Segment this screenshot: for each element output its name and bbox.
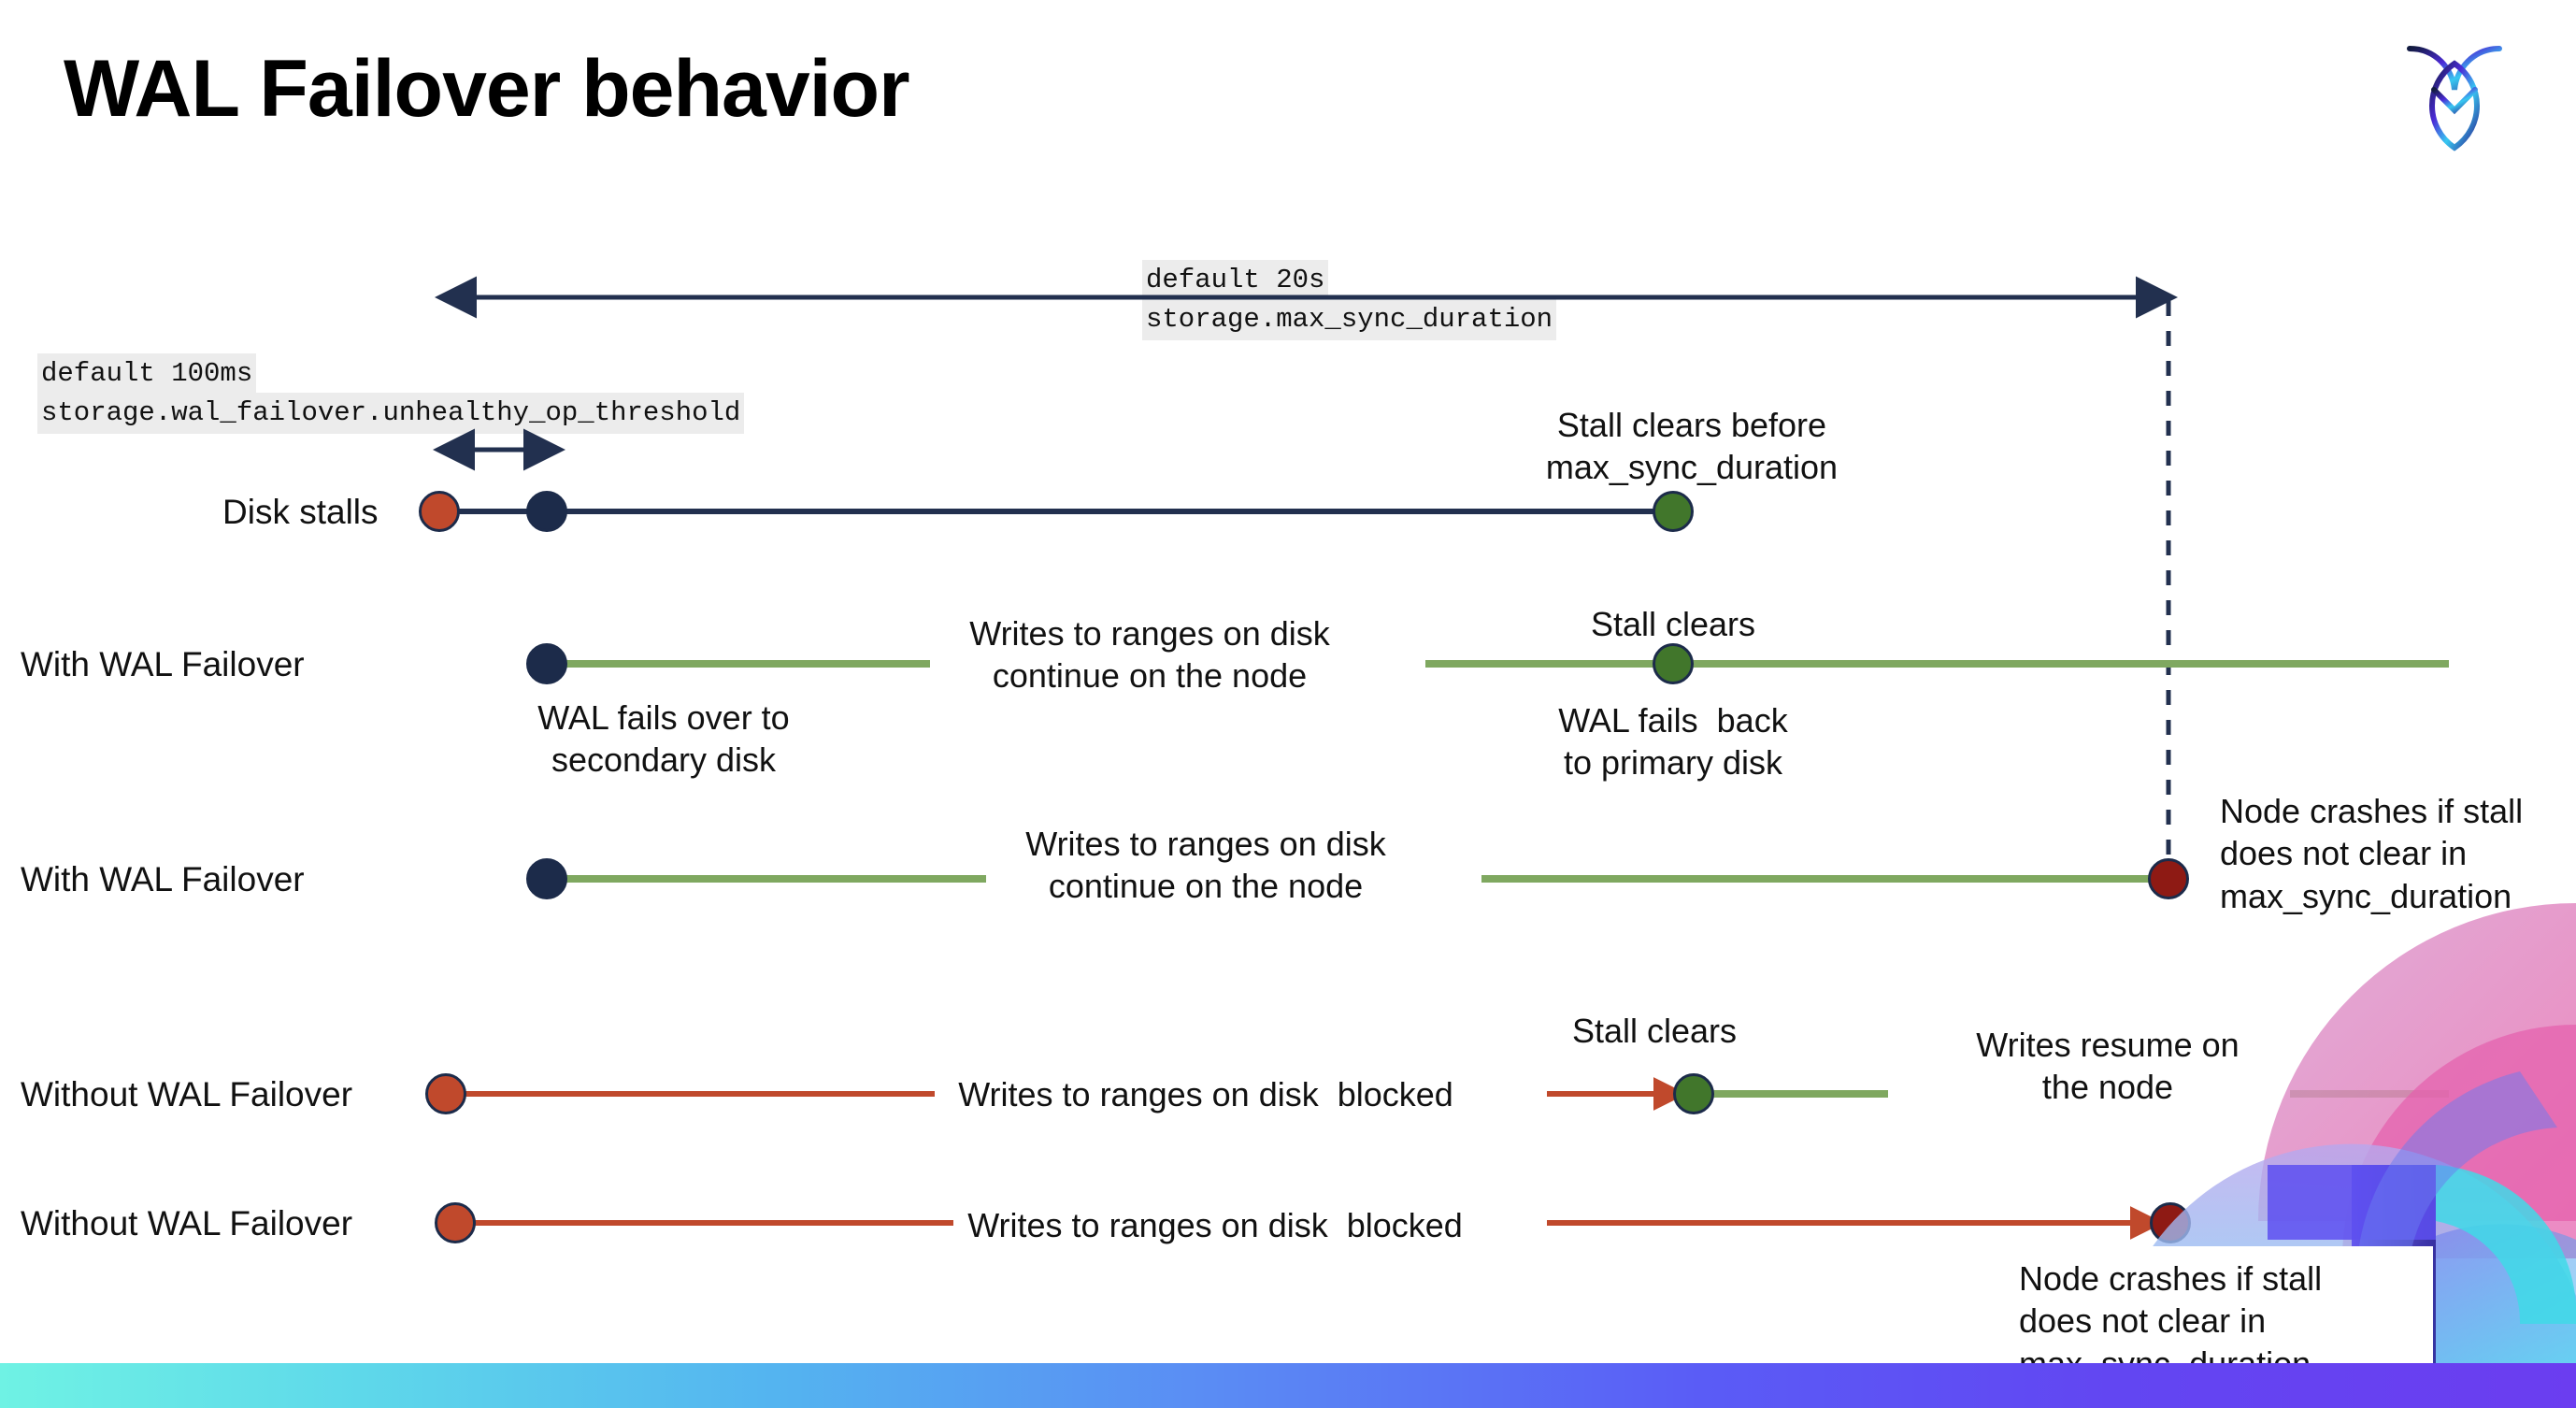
note-node-crashes-1: Node crashes if stall does not clear in … (2220, 792, 2524, 915)
disk-stalls-failover-dot (526, 491, 567, 532)
wal-failover-1-clear-dot (1653, 643, 1694, 684)
footer-gradient-band (0, 1363, 2576, 1408)
no-failover-2-crash-dot (2150, 1202, 2191, 1243)
unhealthy-op-threshold-default-label: default 100ms (37, 353, 257, 395)
row-label-without-wal-failover-2: Without WAL Failover (21, 1204, 353, 1243)
row-label-disk-stalls: Disk stalls (222, 493, 379, 531)
disk-stalls-clear-dot (1653, 491, 1694, 532)
max-sync-duration-setting-label: storage.max_sync_duration (1142, 299, 1557, 341)
note-writes-continue-2: Writes to ranges on disk continue on the… (1025, 825, 1386, 906)
max-sync-duration-default-label: default 20s (1142, 260, 1329, 302)
row-label-without-wal-failover-1: Without WAL Failover (21, 1075, 353, 1113)
note-wal-fails-back-primary: WAL fails back to primary disk (1558, 701, 1788, 783)
cockroachdb-logo (2398, 32, 2511, 153)
wal-failover-2-start-dot (526, 858, 567, 899)
row-label-with-wal-failover-2: With WAL Failover (21, 860, 305, 898)
no-failover-1-start-dot (425, 1073, 466, 1114)
row-label-with-wal-failover-1: With WAL Failover (21, 645, 305, 683)
disk-stalls-start-dot (419, 491, 460, 532)
note-writes-resume: Writes resume on the node (1976, 1026, 2240, 1107)
wal-failover-1-start-dot (526, 643, 567, 684)
no-failover-1-clear-dot (1673, 1073, 1714, 1114)
note-writes-continue-1: Writes to ranges on disk continue on the… (969, 614, 1330, 696)
unhealthy-op-threshold-setting-label: storage.wal_failover.unhealthy_op_thresh… (37, 393, 745, 435)
note-writes-blocked-2: Writes to ranges on disk blocked (967, 1206, 1463, 1244)
note-writes-blocked-1: Writes to ranges on disk blocked (958, 1075, 1453, 1113)
note-stall-clears-before-max-sync: Stall clears before max_sync_duration (1545, 406, 1839, 487)
note-stall-clears-1: Stall clears (1590, 605, 1756, 643)
wal-failover-2-crash-dot (2148, 858, 2189, 899)
no-failover-2-start-dot (435, 1202, 476, 1243)
page-title: WAL Failover behavior (64, 44, 910, 134)
note-wal-fails-over-secondary: WAL fails over to secondary disk (537, 698, 790, 780)
note-stall-clears-2: Stall clears (1571, 1012, 1738, 1050)
